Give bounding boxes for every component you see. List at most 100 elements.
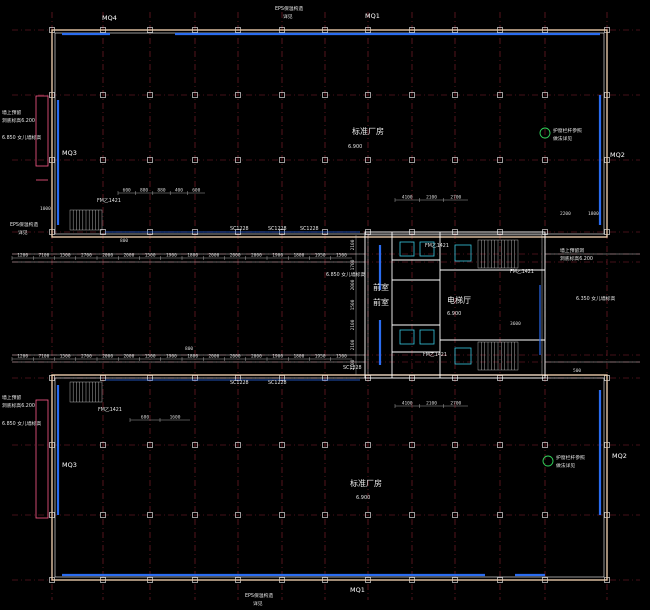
dimension-value: 2000 bbox=[102, 253, 113, 259]
dimension-value: 4100 bbox=[402, 401, 413, 407]
column-marker bbox=[497, 92, 503, 98]
column-marker bbox=[409, 442, 415, 448]
room-lower-factory-elev: 6.900 bbox=[356, 495, 370, 501]
dimension-value: 880 bbox=[140, 188, 148, 194]
dimension-value: 2000 bbox=[350, 279, 356, 290]
note-right-lower-2: 做法详见 bbox=[556, 462, 575, 469]
column-marker bbox=[452, 157, 458, 163]
note-eps-top: EPS保温构造 bbox=[275, 5, 303, 12]
dimension-value: 2100 bbox=[350, 319, 356, 330]
core-block bbox=[364, 231, 546, 379]
tag-mq3-lower: MQ3 bbox=[62, 461, 77, 469]
column-marker bbox=[147, 512, 153, 518]
column-marker bbox=[452, 442, 458, 448]
dimension-value: 1500 bbox=[60, 253, 71, 259]
corridor-strips bbox=[12, 253, 640, 363]
note-eps-left2: 详见 bbox=[18, 229, 28, 236]
tag-mq1-top: MQ1 bbox=[365, 12, 380, 20]
room-lower-factory: 标准厂房 bbox=[350, 478, 382, 488]
dim-1000: 1000 bbox=[40, 206, 51, 212]
room-lobby: 电梯厅 bbox=[447, 295, 471, 305]
note-sc1: SC1228 bbox=[230, 226, 249, 232]
column-marker bbox=[235, 157, 241, 163]
green-markers bbox=[539, 127, 554, 467]
note-right-upper-2: 做法详见 bbox=[553, 135, 572, 142]
column-marker bbox=[192, 157, 198, 163]
dimension-value: 2000 bbox=[208, 253, 219, 259]
tag-mq2-lower: MQ2 bbox=[612, 452, 627, 460]
dimension-value: 2000 bbox=[123, 354, 134, 360]
column-marker bbox=[542, 442, 548, 448]
column-marker bbox=[322, 92, 328, 98]
column-marker bbox=[497, 512, 503, 518]
column-marker bbox=[147, 157, 153, 163]
note-sc2: SC1228 bbox=[268, 226, 287, 232]
tag-mq4-top: MQ4 bbox=[102, 14, 117, 22]
column-marker bbox=[279, 442, 285, 448]
note-eps-bottom: EPS保温构造 bbox=[245, 592, 273, 599]
stairs bbox=[69, 209, 519, 403]
note-left-upper-3: 6.850 女儿墙标高 bbox=[2, 134, 41, 141]
dimension-value: 1500 bbox=[145, 354, 156, 360]
dimension-value: 1500 bbox=[336, 354, 347, 360]
dimension-value: 2000 bbox=[251, 354, 262, 360]
dim-1800: 1800 bbox=[588, 211, 599, 217]
column-marker bbox=[192, 442, 198, 448]
dimension-value: 2000 bbox=[230, 253, 241, 259]
dimension-value: 1500 bbox=[336, 253, 347, 259]
column-marker bbox=[365, 442, 371, 448]
column-marker bbox=[452, 512, 458, 518]
dimension-value: 2100 bbox=[426, 195, 437, 201]
dimension-value: 1700 bbox=[350, 259, 356, 270]
column-marker bbox=[147, 442, 153, 448]
note-fw2: FM乙1421 bbox=[98, 406, 122, 413]
dimension-value: 2100 bbox=[350, 359, 356, 370]
column-marker bbox=[542, 512, 548, 518]
column-marker bbox=[365, 512, 371, 518]
dimension-value: 2000 bbox=[251, 253, 262, 259]
dimension-value: 2000 bbox=[123, 253, 134, 259]
dimension-value: 1800 bbox=[187, 253, 198, 259]
tag-mq3-upper: MQ3 bbox=[62, 149, 77, 157]
dimension-value: 600 bbox=[192, 188, 200, 194]
column-marker bbox=[542, 157, 548, 163]
dim-800a: 800 bbox=[120, 238, 128, 244]
column-marker bbox=[147, 92, 153, 98]
dimension-value: 2700 bbox=[81, 253, 92, 259]
column-marker bbox=[409, 157, 415, 163]
column-marker bbox=[192, 512, 198, 518]
dimension-value: 2000 bbox=[102, 354, 113, 360]
dimension-value: 880 bbox=[157, 188, 165, 194]
note-left-upper-1: 墙上预留 bbox=[2, 109, 21, 116]
dimension-value: 7100 bbox=[38, 354, 49, 360]
column-marker bbox=[409, 92, 415, 98]
note-left-upper-2: 洞底标高6.200 bbox=[2, 117, 35, 124]
note-right-upper-1: 护窗栏杆参照 bbox=[553, 127, 582, 134]
note-fw1: FM乙1421 bbox=[97, 197, 121, 204]
dimension-value: 1900 bbox=[166, 253, 177, 259]
dimension-value: 1500 bbox=[350, 299, 356, 310]
column-marker bbox=[192, 92, 198, 98]
dimension-value: 400 bbox=[175, 188, 183, 194]
tag-mq1-bottom: MQ1 bbox=[350, 586, 365, 594]
dim-2200: 2200 bbox=[560, 211, 571, 217]
dimension-value: 1900 bbox=[272, 253, 283, 259]
column-marker bbox=[235, 442, 241, 448]
dimension-value: 1950 bbox=[315, 354, 326, 360]
dimension-value: 2100 bbox=[426, 401, 437, 407]
note-sc6: SC1228 bbox=[343, 365, 362, 371]
column-marker bbox=[100, 157, 106, 163]
room-core-left2: 前室 bbox=[373, 297, 389, 307]
column-marker bbox=[100, 442, 106, 448]
room-upper-factory-elev: 6.900 bbox=[348, 144, 362, 150]
dimension-value: 2700 bbox=[450, 401, 461, 407]
dim-800b: 800 bbox=[185, 346, 193, 352]
left-side-annotations bbox=[35, 95, 49, 519]
room-upper-factory: 标准厂房 bbox=[352, 126, 384, 136]
column-marker bbox=[497, 157, 503, 163]
parapet-lines bbox=[105, 231, 360, 381]
note-right-mid-2: 洞底标高6.200 bbox=[560, 255, 593, 262]
note-sc3: SC1228 bbox=[300, 226, 319, 232]
dimension-value: 2700 bbox=[81, 354, 92, 360]
